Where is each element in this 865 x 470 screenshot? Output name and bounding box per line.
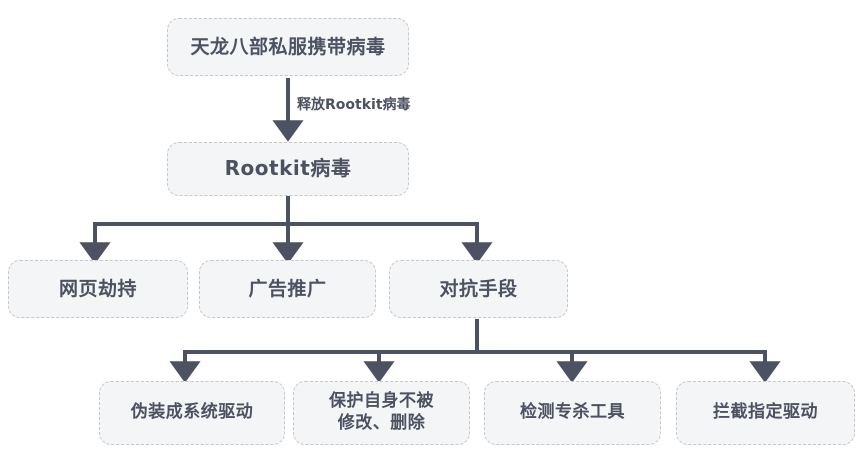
- node-disguise-driver[interactable]: 伪装成系统驱动: [99, 381, 285, 445]
- node-countermeasures-label: 对抗手段: [439, 277, 518, 300]
- node-detect-killtool-label: 检测专杀工具: [520, 402, 625, 423]
- node-self-protect[interactable]: 保护自身不被 修改、删除: [293, 381, 470, 445]
- edge-label-release-rootkit: 释放Rootkit病毒: [297, 97, 411, 113]
- node-web-hijack-label: 网页劫持: [58, 277, 137, 300]
- edge-rootkit-to-branches: [79, 196, 493, 264]
- node-disguise-driver-label: 伪装成系统驱动: [130, 402, 254, 423]
- node-rootkit-label: Rootkit病毒: [224, 156, 352, 181]
- node-detect-killtool[interactable]: 检测专杀工具: [484, 381, 661, 445]
- node-web-hijack[interactable]: 网页劫持: [8, 260, 188, 318]
- node-ad-promotion-label: 广告推广: [248, 277, 327, 300]
- node-rootkit[interactable]: Rootkit病毒: [167, 142, 409, 196]
- node-block-driver[interactable]: 拦截指定驱动: [676, 381, 855, 445]
- node-self-protect-label: 保护自身不被 修改、删除: [329, 391, 434, 433]
- node-ad-promotion[interactable]: 广告推广: [199, 260, 376, 318]
- edge-countermeasures-to-methods: [169, 319, 781, 383]
- node-block-driver-label: 拦截指定驱动: [713, 402, 818, 423]
- node-countermeasures[interactable]: 对抗手段: [389, 260, 568, 318]
- node-trojan-game-label: 天龙八部私服携带病毒: [190, 35, 386, 58]
- node-trojan-game[interactable]: 天龙八部私服携带病毒: [167, 18, 409, 76]
